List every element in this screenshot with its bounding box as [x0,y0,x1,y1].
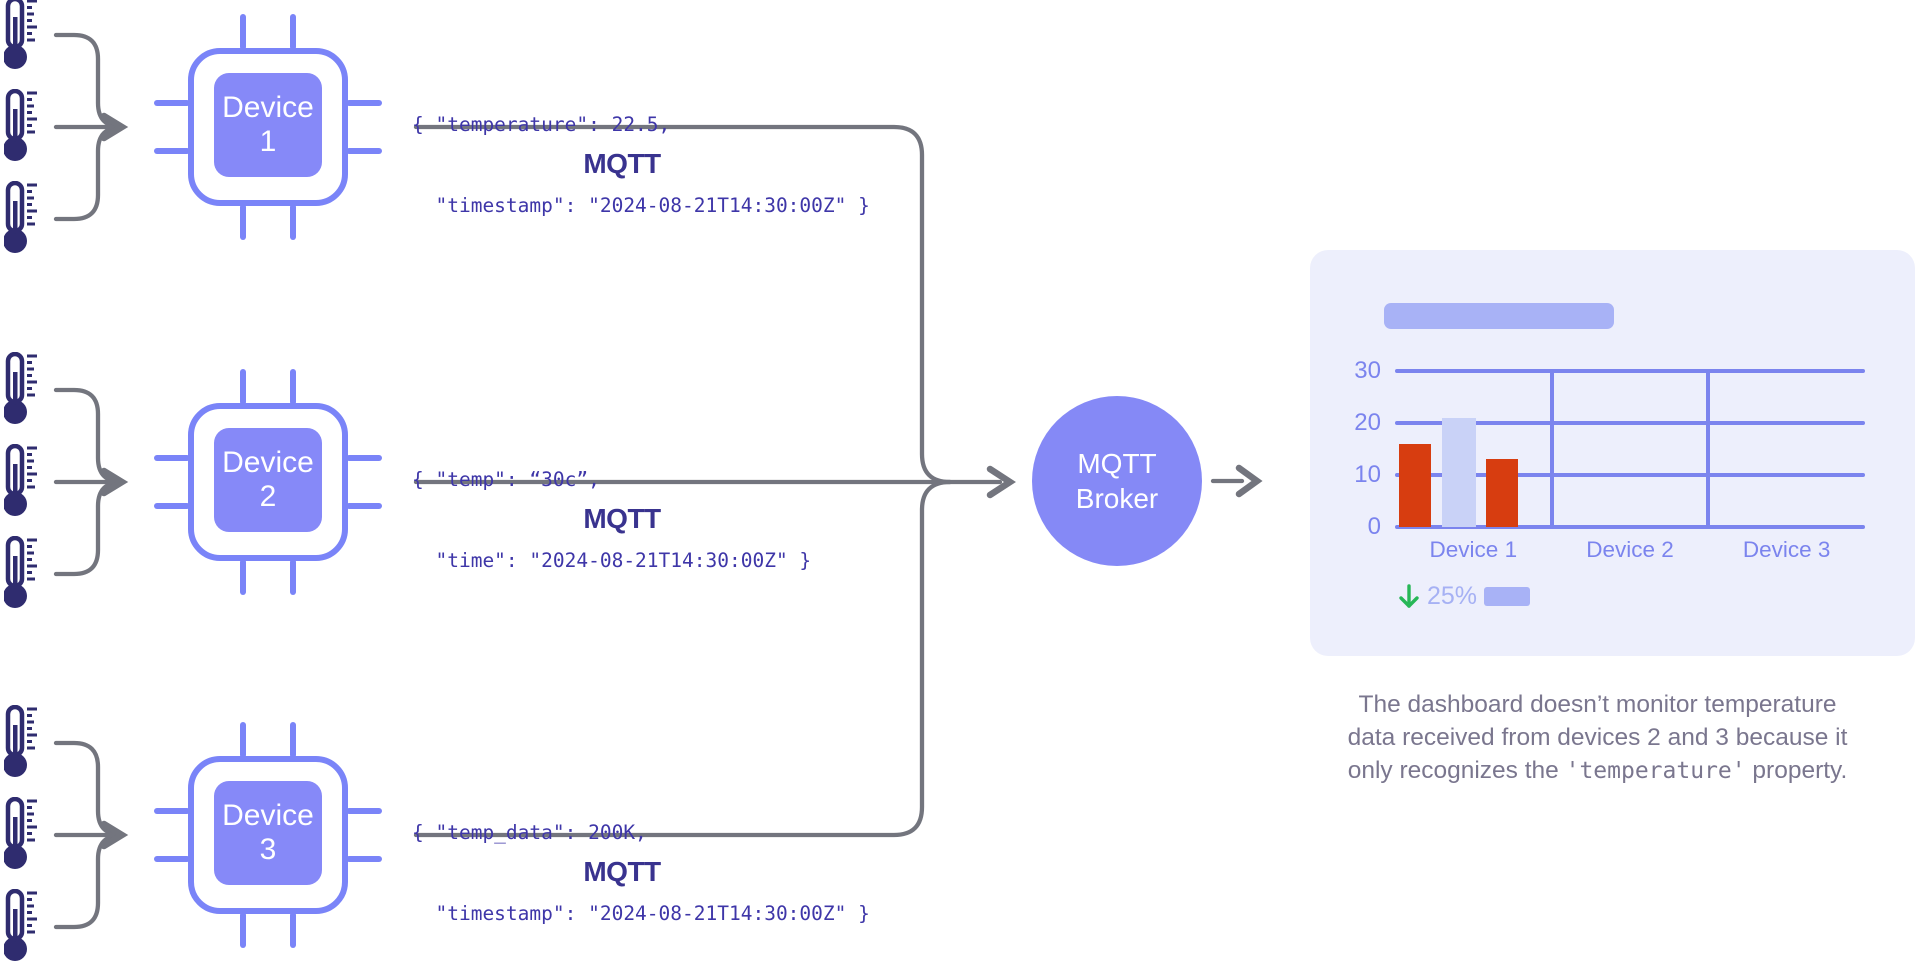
chip-pin [290,204,296,240]
mqtt-broker-node: MQTT Broker [1032,396,1202,566]
chip-pin [290,14,296,50]
gridline-30 [1395,369,1865,373]
y-tick-label: 20 [1354,409,1381,436]
kpi-row: 25% [1398,582,1531,611]
kpi-placeholder [1484,587,1531,606]
connector-thermos-to-device3 [53,740,129,930]
device1-protocol-label: MQTT [583,148,661,179]
thermometer-icon [4,89,38,165]
thermometer-icon [4,352,38,428]
payload-line: "timestamp": "2024-08-21T14:30:00Z" } [412,194,870,217]
payload-line: "timestamp": "2024-08-21T14:30:00Z" } [412,902,870,925]
chip-pin [240,369,246,405]
caption-text: The dashboard doesn’t monitor temperatur… [1275,688,1920,788]
chip-body: Device 3 [188,756,348,914]
bar-device1-red1 [1399,443,1431,527]
chip-pin [240,204,246,240]
chip-pin [154,808,190,814]
caption-line1: The dashboard doesn’t monitor temperatur… [1358,691,1837,718]
gridline-20 [1395,421,1865,425]
gridline-10 [1395,473,1865,477]
mqtt-broker-label: MQTT Broker [1075,448,1159,514]
x-label-device3: Device 3 [1742,537,1831,562]
kpi-value: 25% [1427,582,1478,610]
chip-pin [290,369,296,405]
chip-pin [154,856,190,862]
device1-chip-icon: Device 1 [154,14,382,240]
category-separator [1706,371,1711,527]
chip-pin [154,503,190,509]
chip-pin [240,912,246,948]
thermometer-icon [4,797,38,873]
chip-pin [240,14,246,50]
caption-line3-post: property. [1745,757,1848,784]
device3-protocol-label: MQTT [583,856,661,887]
thermometer-icon [4,444,38,520]
thermometer-icon [4,536,38,612]
y-tick-label: 30 [1354,357,1381,384]
payload-line: { "temp": “30c”, [412,468,600,491]
chip-pin [346,808,382,814]
bar-device1-red2 [1486,459,1518,527]
dashboard-title-placeholder [1384,303,1614,329]
x-label-device1: Device 1 [1429,537,1518,562]
chip-pin [290,912,296,948]
chip-pin [290,722,296,758]
chip-pin [346,856,382,862]
y-tick-label: 10 [1354,461,1381,488]
device2-payload: { "temp": “30c”, "time": "2024-08-21T14:… [412,412,811,628]
chip-pin [346,148,382,154]
caption-line3-pre: only recognizes the [1347,757,1566,784]
chip-pin [346,455,382,461]
chip-pin [154,455,190,461]
dashboard-card: 30 20 10 0 Device 1 Device 2 Device 3 [1310,250,1915,656]
chip-pin [346,503,382,509]
chip-pin [346,100,382,106]
device3-payload: { "temp_data": 200K, "timestamp": "2024-… [412,765,870,964]
payload-line: { "temperature": 22.5, [412,113,671,136]
arrow-broker-to-dashboard [1210,464,1263,498]
chip-pin [154,100,190,106]
thermometer-icon [4,889,38,964]
device2-label: Device 2 [214,428,322,532]
thermometer-icon [4,705,38,781]
thermometer-icon [4,0,38,73]
x-axis-labels: Device 1 Device 2 Device 3 [1395,537,1865,563]
chip-pin [240,722,246,758]
payload-line: "time": "2024-08-21T14:30:00Z" } [412,549,812,572]
y-tick-label: 0 [1367,513,1381,540]
device1-label: Device 1 [214,73,322,177]
bar-device1-lavender [1442,417,1476,527]
device2-protocol-label: MQTT [583,503,661,534]
caption-line2: data received from devices 2 and 3 becau… [1347,724,1848,751]
chip-body: Device 2 [188,403,348,561]
chip-pin [290,559,296,595]
chip-body: Device 1 [188,48,348,206]
payload-line: { "temp_data": 200K, [412,821,647,844]
thermometer-icon [4,181,38,257]
category-separator [1549,371,1554,527]
connector-thermos-to-device1 [53,32,129,222]
device2-chip-icon: Device 2 [154,369,382,595]
chip-pin [240,559,246,595]
x-label-device2: Device 2 [1586,537,1674,562]
bar-chart-plot: 30 20 10 0 [1354,357,1865,540]
device3-label: Device 3 [214,781,322,885]
device1-payload: { "temperature": 22.5, "timestamp": "202… [412,57,870,273]
chip-pin [154,148,190,154]
connector-thermos-to-device2 [53,387,129,577]
x-axis-line [1395,525,1865,529]
caption-code: 'temperature' [1565,758,1746,784]
down-arrow-icon [1399,583,1419,608]
device3-chip-icon: Device 3 [154,722,382,948]
